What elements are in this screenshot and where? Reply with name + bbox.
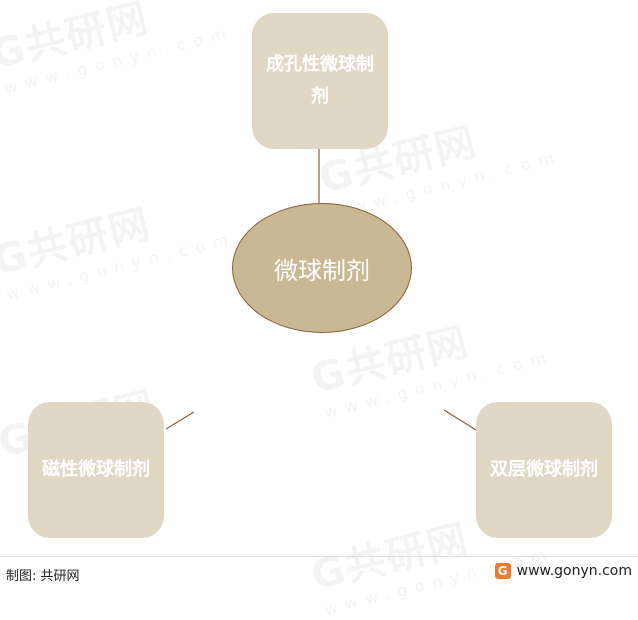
node-label: 磁性微球制剂 bbox=[42, 459, 150, 480]
footer-divider bbox=[0, 556, 638, 557]
site-logo[interactable]: G www.gonyn.com bbox=[494, 563, 632, 579]
logo-icon: G bbox=[494, 563, 511, 579]
node-label: 成孔性微球制剂 bbox=[266, 54, 374, 107]
node-label: 双层微球制剂 bbox=[490, 459, 598, 480]
source-credit: 制图: 共研网 bbox=[6, 569, 80, 584]
connector-left bbox=[165, 411, 195, 430]
node-center-microsphere: 微球制剂 bbox=[232, 203, 412, 333]
node-label: 微球制剂 bbox=[274, 256, 370, 285]
logo-text: www.gonyn.com bbox=[516, 563, 632, 579]
node-porous-microsphere: 成孔性微球制剂 bbox=[252, 13, 388, 149]
connectors bbox=[165, 149, 477, 431]
connector-right bbox=[443, 409, 477, 431]
node-double-layer-microsphere: 双层微球制剂 bbox=[476, 402, 612, 538]
node-magnetic-microsphere: 磁性微球制剂 bbox=[28, 402, 164, 538]
